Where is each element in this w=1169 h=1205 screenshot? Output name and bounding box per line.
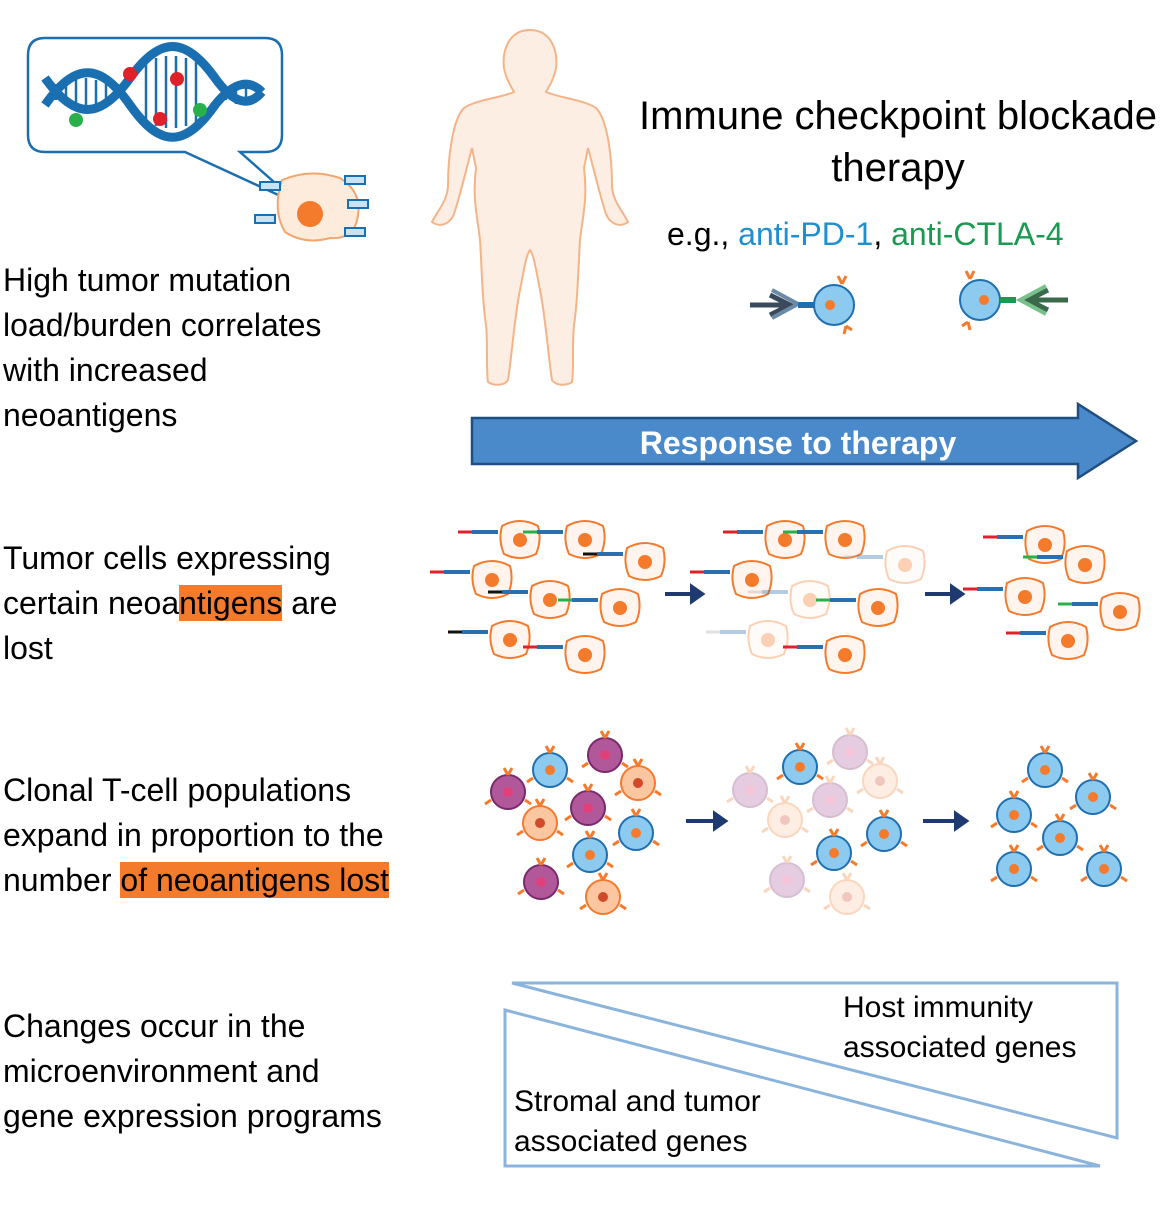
tumor-cell-icon <box>430 560 513 599</box>
t-cell-icon <box>1080 844 1128 887</box>
host-immunity-triangle <box>511 981 1119 1140</box>
tcell-text-highlight: of neoantigens lost <box>120 862 390 898</box>
tumor-cell-icon <box>783 520 866 559</box>
tumor-cell-icon <box>1006 621 1089 660</box>
tumor-cells-text: Tumor cells expressing certain neoantige… <box>3 536 337 671</box>
tumor-text-part2: are lost <box>3 585 338 666</box>
tumor-cell-icon <box>963 577 1046 616</box>
t-cell-icon <box>810 828 858 871</box>
tumor-cell-icon <box>1058 592 1141 631</box>
tumor-cell-icon <box>583 542 666 581</box>
dna-helix-icon <box>41 42 266 142</box>
human-body-icon <box>430 28 630 386</box>
t-cell-icon <box>581 730 629 773</box>
t-cell-icon <box>726 765 774 808</box>
stromal-tumor-label: Stromal and tumor associated genes <box>514 1085 761 1158</box>
tumor-cell-icon <box>558 588 641 627</box>
t-cell-icon <box>776 742 824 785</box>
t-cell-icon <box>614 758 662 801</box>
tcell-clusters <box>484 727 1128 915</box>
antibody-examples: e.g., anti-PD-1, anti-CTLA-4 <box>667 214 1064 254</box>
t-cell-icon <box>526 745 574 788</box>
t-cell-icon <box>1036 813 1084 856</box>
anti-ctla4-antibody-icon <box>959 270 1068 331</box>
tumor-cell-icon <box>254 172 369 242</box>
anti-ctla4-label: anti-CTLA-4 <box>891 216 1064 252</box>
stromal-tumor-triangle <box>503 1008 1101 1168</box>
tumor-cell-icon <box>706 620 789 659</box>
tumor-cell-icon <box>1023 545 1106 584</box>
tumor-cell-icon <box>488 580 571 619</box>
t-cell-icon <box>484 767 532 810</box>
response-arrow-label: Response to therapy <box>639 425 957 461</box>
t-cell-icon <box>517 857 565 900</box>
anti-pd1-label: anti-PD-1 <box>738 216 874 252</box>
tumor-cell-icon <box>690 560 773 599</box>
anti-pd1-antibody-icon <box>750 275 855 335</box>
tumor-cell-clusters <box>430 520 1141 674</box>
t-cell-icon <box>990 844 1038 887</box>
separator: , <box>873 216 892 252</box>
t-cell-icon <box>1021 745 1069 788</box>
t-cell-icon <box>1069 772 1117 815</box>
gene-triangles <box>503 981 1119 1168</box>
t-cell-icon <box>826 727 874 770</box>
t-cell-icon <box>823 872 871 915</box>
t-cell-icon <box>856 756 904 799</box>
mutation-load-text: High tumor mutation load/burden correlat… <box>3 262 322 433</box>
tumor-cell-icon <box>523 635 606 674</box>
t-cell-icon <box>761 795 809 838</box>
tumor-cell-icon <box>448 620 531 659</box>
tumor-cell-icon <box>816 588 899 627</box>
t-cell-icon <box>566 830 614 873</box>
therapy-title: Immune checkpoint blockade therapy <box>638 94 1158 190</box>
tumor-text-highlight: ntigens <box>179 585 283 621</box>
tumor-cell-icon <box>458 520 541 559</box>
tcell-text-part1: Clonal T-cell populations expand in prop… <box>3 772 384 898</box>
t-cell-icon <box>564 783 612 826</box>
t-cell-icon <box>860 809 908 852</box>
tcell-text: Clonal T-cell populations expand in prop… <box>3 768 390 903</box>
tumor-cell-icon <box>748 580 831 619</box>
microenvironment-text: Changes occur in the microenvironment an… <box>3 1008 382 1134</box>
t-cell-icon <box>612 808 660 851</box>
host-immunity-label: Host immunity associated genes <box>843 991 1077 1064</box>
t-cell-icon <box>806 775 854 818</box>
response-arrow <box>470 401 1139 481</box>
tumor-cell-icon <box>983 525 1066 564</box>
tumor-cell-icon <box>723 520 806 559</box>
t-cell-icon <box>990 790 1038 833</box>
t-cell-icon <box>763 855 811 898</box>
eg-prefix: e.g., <box>667 216 739 252</box>
t-cell-icon <box>516 798 564 841</box>
tumor-cell-icon <box>843 545 926 584</box>
dna-callout <box>26 36 301 207</box>
tumor-cell-icon <box>783 635 866 674</box>
tumor-text-part1: Tumor cells expressing certain neoa <box>3 540 331 621</box>
t-cell-icon <box>579 872 627 915</box>
step-arrows <box>665 583 970 832</box>
